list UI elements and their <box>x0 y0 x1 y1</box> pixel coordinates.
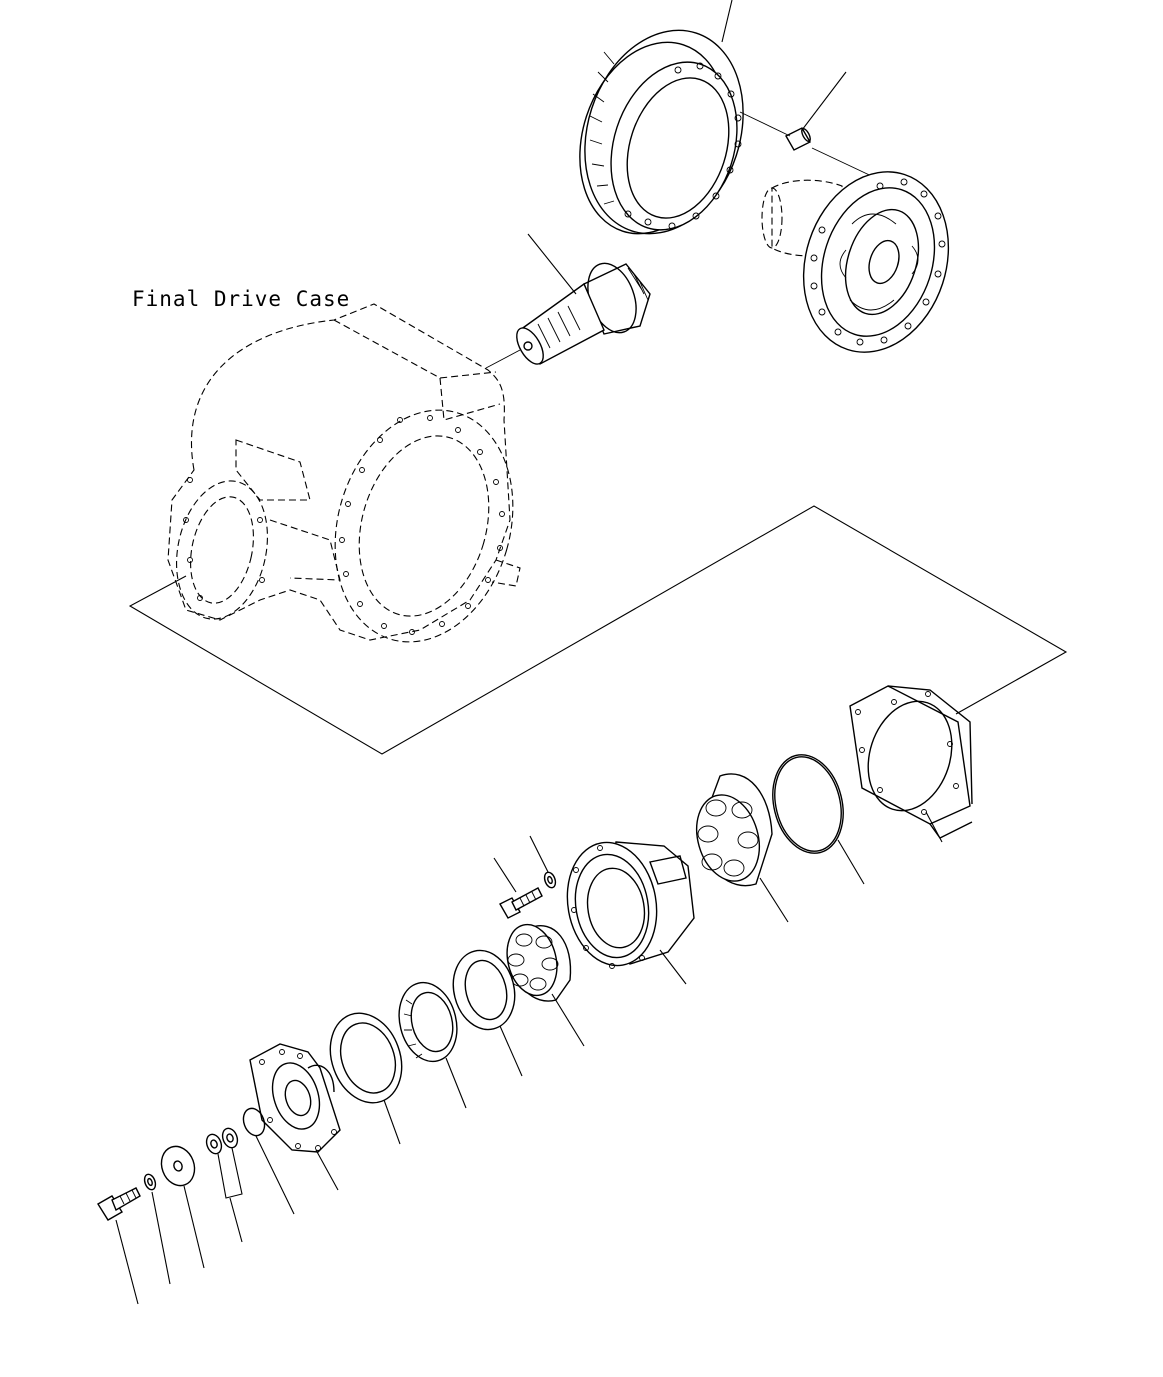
seal-ring <box>329 1012 403 1104</box>
leader-seal-ring <box>383 1099 401 1145</box>
leader-bearing-large <box>759 877 789 923</box>
leader-pinion-shaft <box>527 233 577 295</box>
cage-bolt <box>499 887 543 919</box>
leader-housing <box>659 949 687 985</box>
final-drive-case <box>167 303 521 643</box>
final-drive-case-label: Final Drive Case <box>132 287 350 311</box>
bearing-cage-housing <box>566 841 695 969</box>
shim-washers <box>205 1127 239 1155</box>
o-ring <box>772 754 844 854</box>
dowel-pin <box>785 127 811 151</box>
pinion-shaft <box>516 262 651 365</box>
leader-o-ring <box>837 839 865 885</box>
reference-plane <box>128 505 1068 755</box>
cage-washer <box>543 871 557 889</box>
leader-bearing-race <box>445 1057 467 1109</box>
bearing-mid <box>506 923 572 1002</box>
leader-shim-washers <box>217 1147 243 1243</box>
leader-coupling-flange <box>315 1149 339 1191</box>
thrust-plate <box>160 1145 196 1187</box>
spacer-ring <box>452 949 516 1031</box>
leader-dowel-pin <box>801 71 847 131</box>
o-ring-small <box>242 1107 266 1137</box>
leader-thrust-plate <box>183 1185 205 1269</box>
bearing-race <box>398 981 458 1063</box>
leader-cage-washer <box>529 835 549 873</box>
leader-gasket <box>925 811 943 843</box>
end-bolt <box>97 1187 141 1221</box>
bearing-large <box>696 773 773 887</box>
leader-lock-washer <box>151 1191 171 1285</box>
leader-ring-gear <box>721 0 733 43</box>
lock-washer <box>143 1173 157 1191</box>
leader-o-ring-small <box>255 1135 295 1215</box>
leader-bearing-mid <box>551 993 585 1047</box>
differential-case <box>761 171 950 353</box>
coupling-flange <box>249 1043 341 1153</box>
ring-gear <box>579 29 744 235</box>
gasket <box>849 685 973 839</box>
leader-cage-bolt <box>493 857 517 893</box>
leader-spacer-ring <box>499 1025 523 1077</box>
leader-end-bolt <box>115 1219 139 1305</box>
